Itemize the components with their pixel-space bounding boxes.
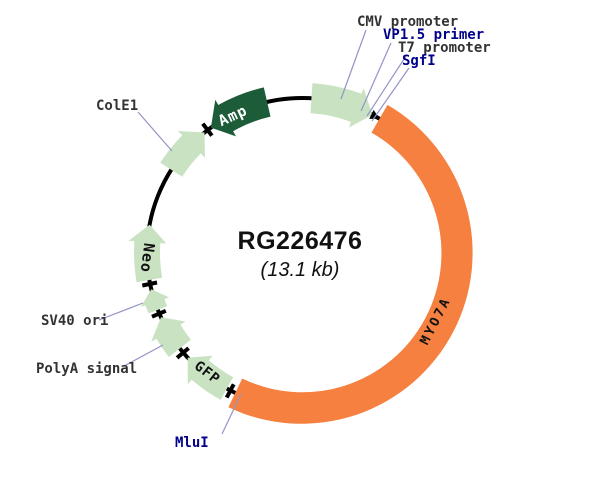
feature-myo7a	[228, 104, 473, 424]
callout-line-sv40-ori	[98, 302, 144, 321]
feature-amp	[210, 87, 271, 137]
feature-cmv-promoter	[310, 83, 373, 128]
plasmid-size: (13.1 kb)	[260, 259, 340, 281]
plasmid-title-block: RG226476 (13.1 kb)	[0, 227, 600, 282]
site-tick	[151, 308, 167, 319]
callout-line-vp15-primer	[360, 42, 392, 112]
feature-neo	[128, 224, 167, 283]
feature-gfp	[187, 355, 234, 400]
feature-polya-signal	[151, 317, 191, 357]
plasmid-id: RG226476	[237, 227, 363, 255]
site-tick	[141, 280, 158, 288]
label-vp15-primer: VP1.5 primer	[383, 27, 485, 43]
feature-cole1	[160, 131, 205, 177]
callout-line-polya-signal	[123, 344, 164, 367]
callout-line-mlui	[221, 393, 242, 435]
label-sv40-ori: SV40 ori	[41, 313, 109, 329]
label-polya-signal: PolyA signal	[36, 361, 138, 377]
callout-line-t7-promoter	[366, 55, 407, 117]
site-tick	[201, 122, 214, 137]
callout-line-cmv-promoter	[340, 29, 367, 100]
label-cole1: ColE1	[96, 98, 139, 114]
label-cmv-promoter: CMV promoter	[357, 14, 459, 30]
callout-line-sgfi	[371, 67, 410, 122]
label-t7-promoter: T7 promoter	[398, 40, 491, 56]
label-mlui-site: MluI	[175, 435, 209, 451]
site-tick	[175, 346, 190, 360]
junction-arrow-marker	[369, 109, 380, 119]
site-tick	[224, 383, 236, 399]
callout-line-cole1	[137, 111, 173, 152]
label-sgfi-site: SgfI	[402, 53, 436, 69]
feature-sv40-ori	[140, 289, 170, 314]
